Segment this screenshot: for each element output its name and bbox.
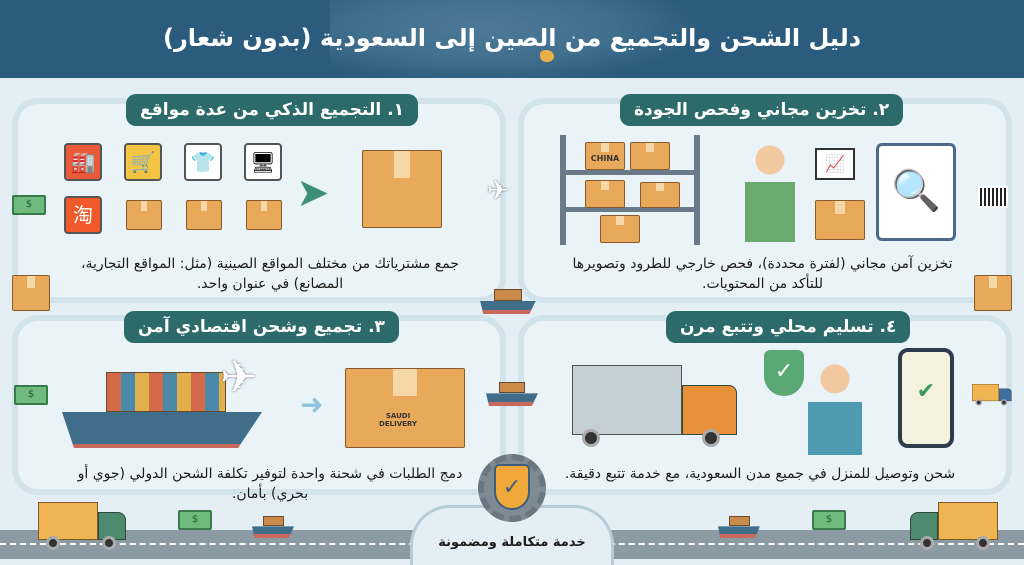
- saudi-map-marker: [540, 50, 554, 62]
- shield-check-icon: ✓: [494, 464, 530, 510]
- courier-worker: [800, 360, 870, 455]
- delivery-truck-icon: [38, 502, 128, 552]
- computer-icon: 🖥: [244, 143, 282, 181]
- package-icon: [640, 182, 680, 208]
- package-icon: [126, 200, 162, 230]
- package-icon: [630, 142, 670, 170]
- step-1-description: جمع مشترياتك من مختلف المواقع الصينية (م…: [80, 256, 459, 292]
- header-banner: دليل الشحن والتجميع من الصين إلى السعودي…: [0, 0, 1024, 78]
- china-box-label: CHINA: [590, 154, 620, 163]
- clipboard-magnifier-icon: 🔍: [876, 143, 956, 241]
- inspector-worker: [735, 142, 805, 242]
- cargo-ship-icon: [486, 378, 538, 406]
- cargo-ship-icon: [252, 512, 294, 538]
- money-icon: $: [12, 195, 46, 215]
- pallet-boxes: [345, 368, 465, 448]
- small-truck-icon: [972, 384, 1013, 407]
- barcode-icon: [978, 186, 1008, 208]
- shield-check-icon: ✓: [764, 350, 804, 396]
- money-icon: $: [14, 385, 48, 405]
- consolidated-box-icon: [362, 150, 442, 228]
- badge-label: خدمة متكاملة ومضمونة: [438, 535, 586, 550]
- step-1-title: ١. التجميع الذكي من عدة مواقع: [126, 94, 418, 126]
- delivery-truck-icon: [908, 502, 998, 552]
- hanger-icon: 👕: [184, 143, 222, 181]
- package-icon: [585, 142, 625, 170]
- saudi-delivery-label: SAUDI DELIVERY: [379, 412, 417, 428]
- step-2-title: ٢. تخزين مجاني وفحص الجودة: [620, 94, 904, 126]
- package-icon: [12, 275, 50, 311]
- airplane-icon: ✈: [220, 352, 257, 403]
- factory-icon: 🏭: [64, 143, 102, 181]
- chart-board-icon: 📈: [815, 148, 855, 180]
- step-4-title: ٤. تسليم محلي وتتبع مرن: [666, 311, 911, 343]
- page-title: دليل الشحن والتجميع من الصين إلى السعودي…: [162, 24, 862, 52]
- cart-icon: 🛒: [124, 143, 162, 181]
- money-icon: $: [812, 510, 846, 530]
- airplane-icon: ✈: [487, 176, 509, 206]
- merge-arrow-icon: ➤: [296, 170, 330, 216]
- step-2-description: تخزين آمن مجاني (لفترة محددة)، فحص خارجي…: [572, 256, 953, 292]
- phone-tracking-icon: ✔: [898, 348, 954, 448]
- package-icon: [974, 275, 1012, 311]
- step-4-description: شحن وتوصيل للمنزل في جميع مدن السعودية، …: [564, 466, 956, 482]
- package-icon: [600, 215, 640, 243]
- delivery-truck-icon: [572, 365, 762, 447]
- package-icon: [585, 180, 625, 208]
- package-icon: [246, 200, 282, 230]
- package-icon: [186, 200, 222, 230]
- cargo-ship-icon: [718, 512, 760, 538]
- cargo-ship-icon: [62, 368, 262, 448]
- cargo-ship-icon: [480, 284, 536, 314]
- world-map: [330, 0, 710, 78]
- step-3-title: ٣. تجميع وشحن اقتصادي آمن: [124, 311, 399, 343]
- arrow-icon: ➜: [300, 388, 324, 421]
- taobao-icon: 淘: [64, 196, 102, 234]
- money-icon: $: [178, 510, 212, 530]
- open-box-icon: [815, 200, 865, 240]
- step-3-description: دمج الطلبات في شحنة واحدة لتوفير تكلفة ا…: [77, 466, 463, 502]
